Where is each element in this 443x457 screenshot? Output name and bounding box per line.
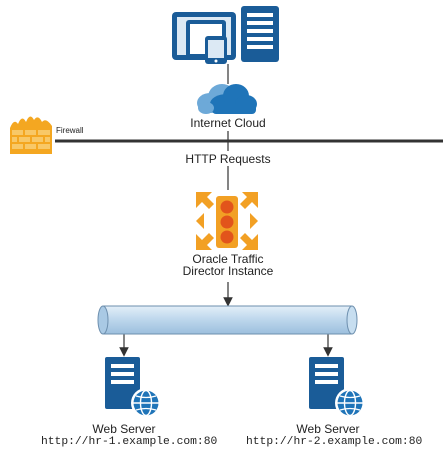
label-web-server-1: Web Server <box>92 422 156 436</box>
label-internet-cloud: Internet Cloud <box>190 116 266 130</box>
label-web-server-2: Web Server <box>296 422 360 436</box>
label-http-requests: HTTP Requests <box>185 152 271 166</box>
devices-icon <box>172 6 279 64</box>
server-globe-icon <box>105 357 161 418</box>
firewall-icon <box>10 116 52 154</box>
label-firewall: Firewall <box>56 126 84 135</box>
traffic-director-icon <box>196 192 258 250</box>
label-otd-line1: Oracle Traffic <box>192 252 264 266</box>
network-pipe <box>97 305 358 335</box>
server-globe-icon <box>309 357 365 418</box>
cloud-icon <box>197 84 257 114</box>
label-url-2: http://hr-2.example.com:80 <box>246 436 423 448</box>
label-url-1: http://hr-1.example.com:80 <box>41 436 218 448</box>
label-otd-line2: Director Instance <box>182 264 274 278</box>
connectors <box>119 64 333 357</box>
